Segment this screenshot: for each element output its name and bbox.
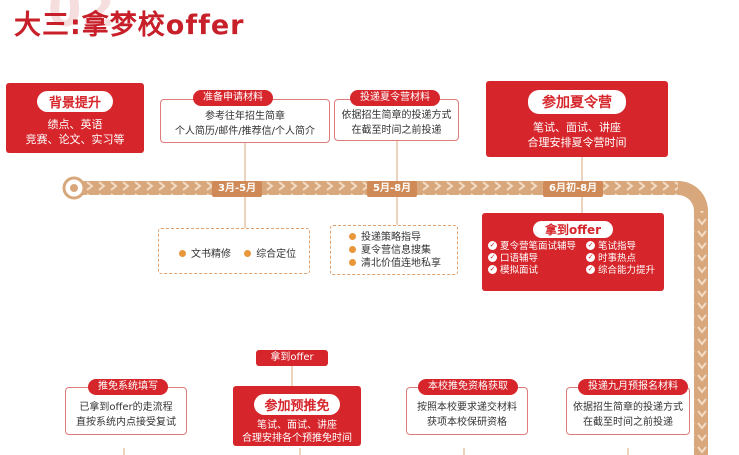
- offer-item: ✓口语辅导: [488, 253, 539, 264]
- exempt-fill-title: 推免系统填写: [88, 379, 168, 395]
- offer-item: ✓时事热点: [586, 253, 637, 264]
- background-line: 绩点、英语: [47, 118, 103, 131]
- prepare-title: 准备申请材料: [193, 90, 273, 106]
- check-icon: ✓: [488, 241, 497, 250]
- offer-item: ✓笔试指导: [586, 241, 637, 252]
- sept-submit-title: 投递九月预报名材料: [578, 379, 688, 395]
- pre-exempt-title: 参加预推免: [254, 394, 340, 415]
- bullet-dot-icon: [179, 249, 186, 257]
- bullet-dot-icon: [349, 232, 356, 240]
- exempt-fill-line: 已拿到offer的走流程: [79, 402, 173, 413]
- offer-tag: 拿到offer: [256, 350, 328, 366]
- prepare-line: 个人简历/邮件/推荐信/个人简介: [174, 126, 316, 137]
- school-qual-title: 本校推免资格获取: [418, 379, 518, 395]
- summer-camp-line: 合理安排夏令营时间: [527, 136, 627, 149]
- exempt-fill-line: 直按系统内点接受复试: [76, 417, 176, 428]
- check-icon: ✓: [586, 253, 595, 262]
- services-box-2: 投递策略指导 夏令营信息搜集 清北价值连地私享: [330, 225, 458, 275]
- service-item: 综合定位: [244, 249, 296, 260]
- school-qual-card: 按照本校要求递交材料 获项本校保研资格: [406, 387, 528, 435]
- timeline-corner: [678, 181, 708, 211]
- summer-camp-line: 笔试、面试、讲座: [533, 121, 621, 134]
- sept-submit-line: 依据招生简章的投递方式: [573, 402, 683, 413]
- offer-item: ✓夏令营笔面试辅导: [488, 241, 577, 252]
- offer-item: ✓模拟面试: [488, 265, 539, 276]
- summer-submit-card: 依据招生简章的投递方式 在截至时间之前投递: [334, 99, 459, 141]
- sept-submit-line: 在截至时间之前投递: [583, 417, 673, 428]
- check-icon: ✓: [488, 253, 497, 262]
- service-item: 文书精修: [179, 249, 231, 260]
- summer-submit-title: 投递夏令营材料: [350, 90, 440, 106]
- pre-exempt-card: 参加预推免 笔试、面试、讲座 合理安排各个预推免时间: [233, 386, 361, 446]
- pre-exempt-line: 笔试、面试、讲座: [257, 420, 337, 431]
- check-icon: ✓: [586, 265, 595, 274]
- school-qual-line: 按照本校要求递交材料: [417, 402, 517, 413]
- check-icon: ✓: [586, 241, 595, 250]
- timeline-label: 3月-5月: [212, 181, 263, 197]
- service-item: 清北价值连地私享: [349, 257, 457, 270]
- school-qual-line: 获项本校保研资格: [427, 417, 507, 428]
- offer-card: 拿到offer ✓夏令营笔面试辅导 ✓笔试指导 ✓口语辅导 ✓时事热点 ✓模拟面…: [482, 213, 664, 291]
- background-line: 竞赛、论文、实习等: [25, 133, 125, 146]
- service-item: 夏令营信息搜集: [349, 244, 457, 257]
- summer-camp-card: 参加夏令营 笔试、面试、讲座 合理安排夏令营时间: [486, 81, 668, 157]
- offer-title: 拿到offer: [532, 221, 614, 238]
- services-box-1: 文书精修 综合定位: [158, 228, 310, 274]
- bullet-dot-icon: [349, 245, 356, 253]
- check-icon: ✓: [488, 265, 497, 274]
- bullet-dot-icon: [244, 249, 252, 257]
- pre-exempt-line: 合理安排各个预推免时间: [242, 433, 352, 444]
- service-item: 投递策略指导: [349, 231, 457, 244]
- exempt-fill-card: 已拿到offer的走流程 直按系统内点接受复试: [65, 387, 187, 435]
- prepare-card: 参考往年招生简章 个人简历/邮件/推荐信/个人简介: [160, 99, 330, 143]
- summer-submit-line: 依据招生简章的投递方式: [341, 110, 452, 121]
- timeline-label: 5月-8月: [367, 181, 418, 197]
- summer-submit-line: 在截至时间之前投递: [351, 125, 442, 136]
- summer-camp-title: 参加夏令营: [528, 90, 626, 114]
- sept-submit-card: 依据招生简章的投递方式 在截至时间之前投递: [566, 387, 690, 435]
- section-number: 02: [48, 0, 115, 38]
- timeline-start-dot: [70, 184, 78, 192]
- background-title: 背景提升: [36, 91, 113, 112]
- offer-item: ✓综合能力提升: [586, 265, 656, 276]
- background-card: 背景提升 绩点、英语 竞赛、论文、实习等: [6, 83, 144, 153]
- prepare-line: 参考往年招生简章: [205, 111, 285, 122]
- timeline-band-vertical: [694, 211, 708, 455]
- bullet-dot-icon: [349, 258, 356, 266]
- timeline-label: 6月初-8月: [543, 181, 604, 197]
- page-title: 大三:拿梦校offer: [14, 10, 245, 41]
